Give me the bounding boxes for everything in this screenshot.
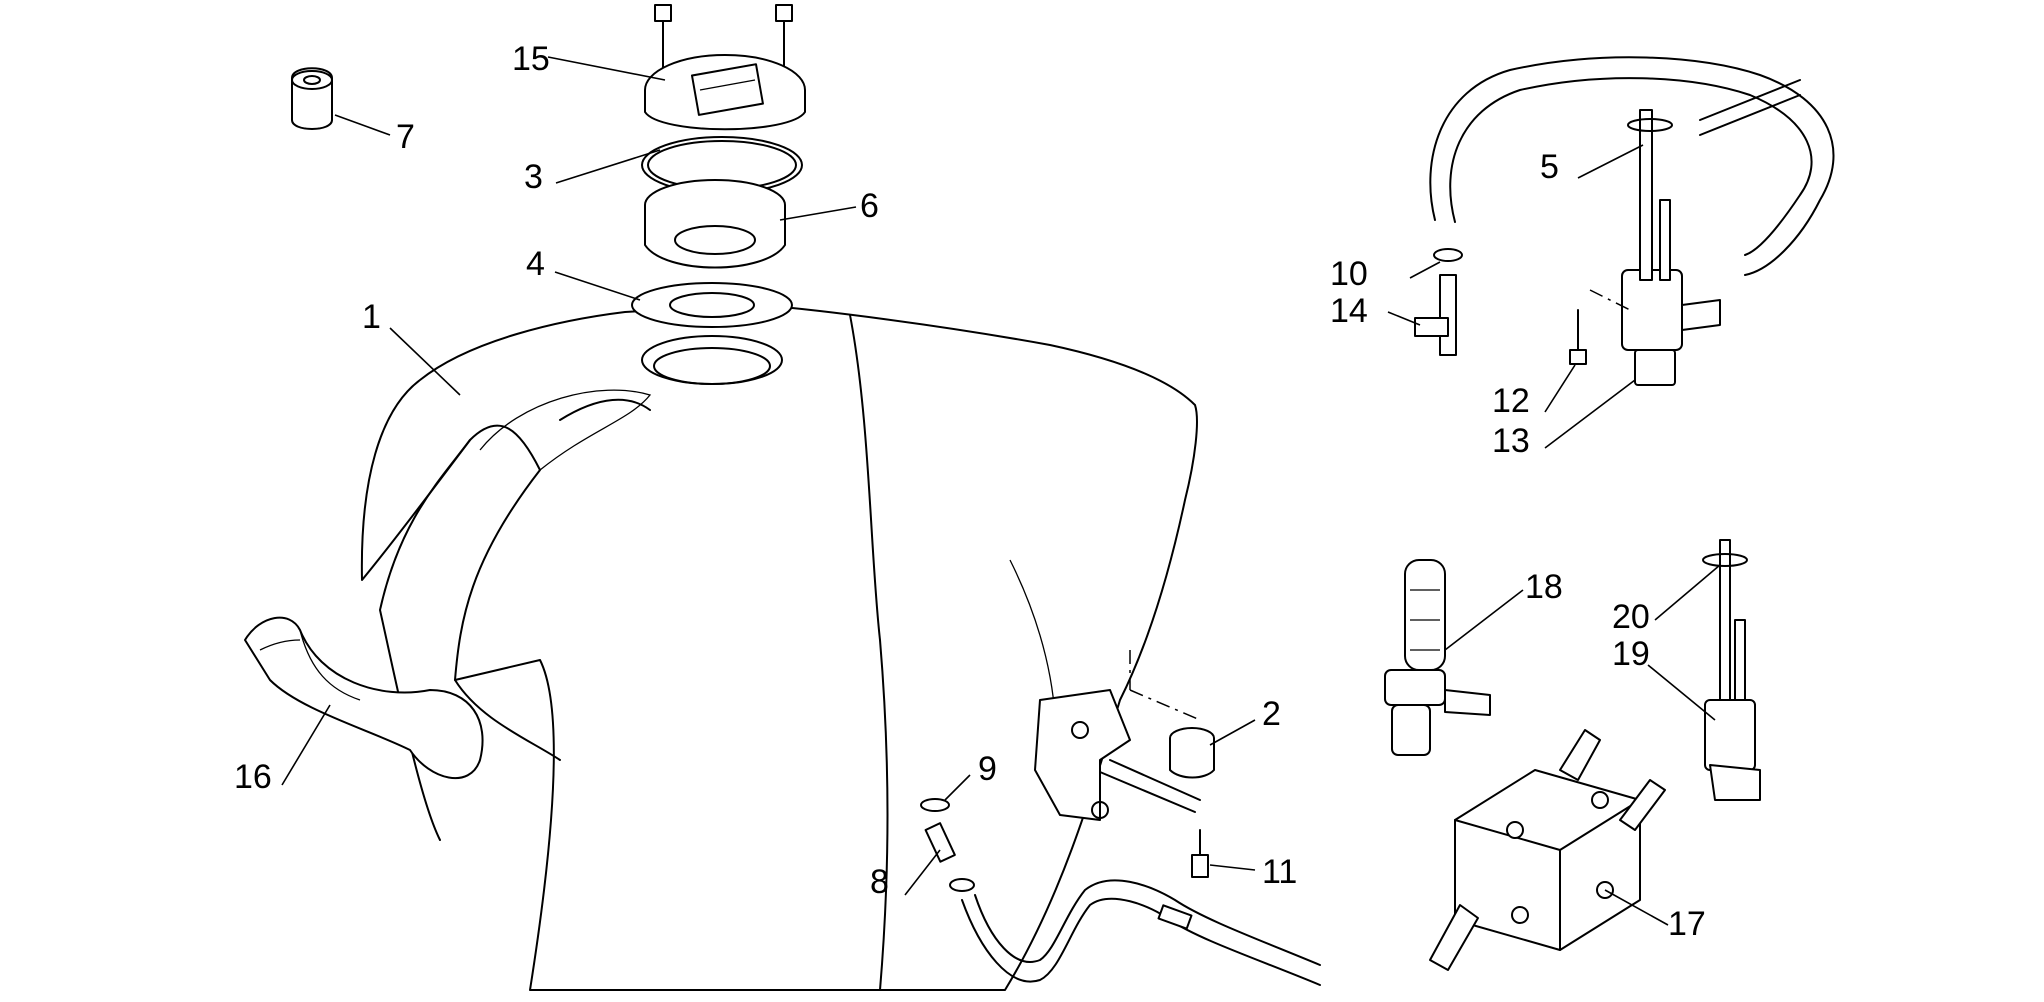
fuel-tap-lower (1702, 539, 1761, 801)
leader-lines (281, 56, 1721, 926)
callout-labels: 1 2 3 4 5 6 7 8 9 10 11 12 13 14 15 16 1… (234, 40, 1706, 943)
callout-2: 2 (1262, 695, 1281, 733)
fuel-filter (1384, 559, 1491, 756)
callout-4: 4 (526, 245, 545, 283)
callout-3: 3 (524, 158, 543, 196)
fuel-tap-assembly (1414, 56, 1835, 386)
callout-5: 5 (1540, 148, 1559, 186)
rubber-bushing (291, 67, 333, 130)
callout-13: 13 (1492, 422, 1530, 460)
callout-7: 7 (396, 118, 415, 156)
callout-11: 11 (1262, 853, 1297, 891)
fuel-breather-pipe (244, 616, 484, 779)
fuel-pump (1429, 729, 1666, 971)
callout-20: 20 (1612, 598, 1650, 636)
callout-15: 15 (512, 40, 550, 78)
mounting-bracket (1034, 650, 1215, 878)
filler-cap-assembly (631, 4, 806, 328)
fuel-tank (360, 304, 1198, 991)
callout-17: 17 (1668, 905, 1706, 943)
callout-8: 8 (870, 863, 889, 901)
callout-10: 10 (1330, 255, 1368, 293)
hose-and-fittings (920, 798, 1321, 986)
callout-18: 18 (1525, 568, 1563, 606)
callout-12: 12 (1492, 382, 1530, 420)
callout-19: 19 (1612, 635, 1650, 673)
callout-6: 6 (860, 187, 879, 225)
callout-9: 9 (978, 750, 997, 788)
callout-1: 1 (362, 298, 381, 336)
callout-16: 16 (234, 758, 272, 796)
callout-14: 14 (1330, 292, 1368, 330)
